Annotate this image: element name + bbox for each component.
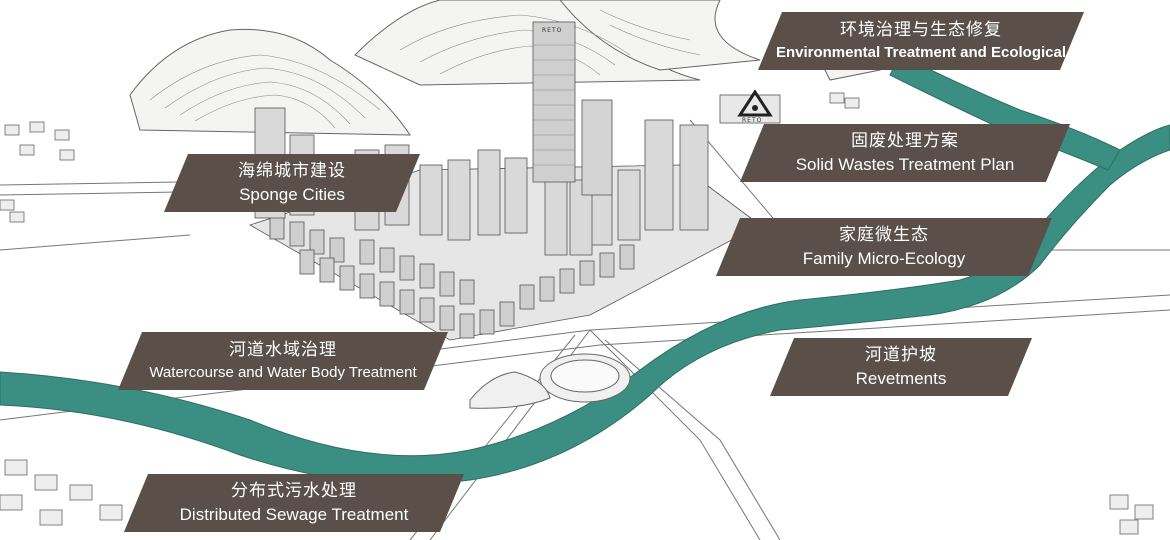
label-revetments-zh: 河道护坡: [865, 344, 937, 365]
tower-sign: RETO: [542, 27, 563, 34]
houses: [0, 92, 1154, 535]
label-family-en: Family Micro-Ecology: [802, 248, 966, 268]
label-family-zh: 家庭微生态: [839, 224, 929, 245]
label-sponge: 海绵城市建设 Sponge Cities: [164, 154, 420, 212]
stadium: [469, 353, 631, 409]
label-watercourse-en: Watercourse and Water Body Treatment: [149, 363, 417, 381]
label-family: 家庭微生态 Family Micro-Ecology: [716, 218, 1052, 276]
label-sewage-zh: 分布式污水处理: [231, 480, 357, 501]
label-revetments-en: Revetments: [855, 368, 947, 388]
label-environmental: 环境治理与生态修复 Environmental Treatment and Ec…: [758, 12, 1084, 70]
label-sewage-en: Distributed Sewage Treatment: [179, 504, 409, 524]
label-solid-wastes-en: Solid Wastes Treatment Plan: [795, 154, 1015, 174]
label-revetments: 河道护坡 Revetments: [770, 338, 1032, 396]
label-solid-wastes: 固废处理方案 Solid Wastes Treatment Plan: [740, 124, 1070, 182]
label-sponge-en: Sponge Cities: [239, 184, 345, 204]
plant-sign: RETO: [742, 117, 763, 124]
reto-logo-icon: [737, 89, 773, 117]
mountain-contours: [149, 9, 701, 129]
tower-windows: [533, 44, 575, 166]
label-environmental-en: Environmental Treatment and Ecological: [775, 43, 1067, 61]
label-environmental-zh: 环境治理与生态修复: [840, 20, 1002, 41]
label-watercourse-zh: 河道水域治理: [229, 340, 337, 361]
label-sewage: 分布式污水处理 Distributed Sewage Treatment: [124, 474, 464, 532]
label-sponge-zh: 海绵城市建设: [238, 160, 346, 181]
label-solid-wastes-zh: 固废处理方案: [851, 130, 959, 151]
label-watercourse: 河道水域治理 Watercourse and Water Body Treatm…: [118, 332, 448, 390]
